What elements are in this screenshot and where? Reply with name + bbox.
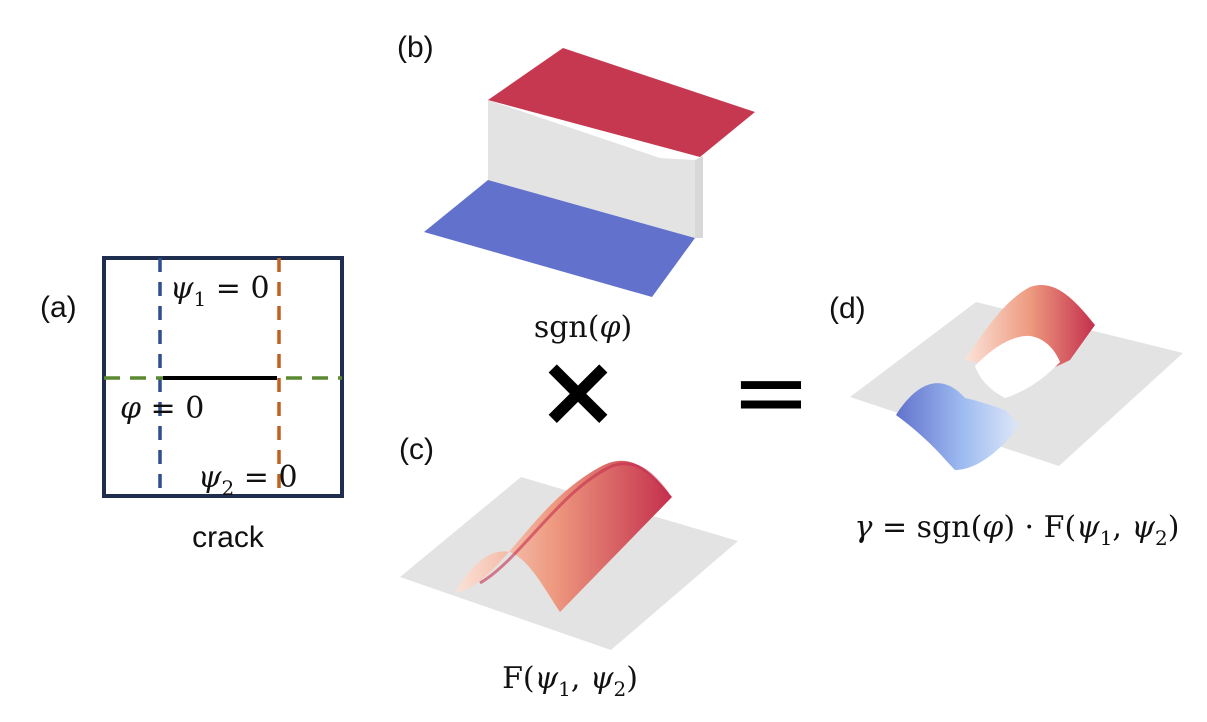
panel-b-caption: sgn(φ) <box>534 310 632 345</box>
panel-c: (c) F(ψ1, ψ2) <box>399 433 738 701</box>
panel-a-tag: (a) <box>40 291 77 324</box>
step-wall <box>488 100 695 238</box>
panel-d-tag: (d) <box>829 292 866 325</box>
panel-b: (b) sgn(φ) <box>397 31 755 345</box>
phi-label: φ = 0 <box>120 391 204 426</box>
psi2-label: ψ2 = 0 <box>198 460 298 500</box>
panel-c-caption: F(ψ1, ψ2) <box>502 661 638 701</box>
crack-opening <box>975 335 1060 398</box>
panel-a: (a) ψ1 = 0 φ = 0 ψ2 = 0 crack <box>40 256 344 554</box>
bump-crest <box>479 462 670 585</box>
panel-d-caption: γ = sgn(φ) · F(ψ1, ψ2) <box>855 510 1180 550</box>
product-dip <box>896 383 1020 470</box>
panel-c-tag: (c) <box>399 433 434 466</box>
psi1-label: ψ1 = 0 <box>170 271 270 311</box>
panel-d: (d) γ = sgn(φ) · F(ψ1, ψ2) <box>829 284 1183 550</box>
positive-plateau <box>488 48 755 157</box>
panel-a-caption: crack <box>192 521 265 554</box>
equals-operator: = <box>731 336 811 448</box>
negative-plateau <box>424 180 695 297</box>
times-operator: × <box>536 332 620 449</box>
bump-ridge <box>455 460 672 612</box>
step-wall-side <box>695 156 703 238</box>
panel-b-tag: (b) <box>397 31 434 64</box>
